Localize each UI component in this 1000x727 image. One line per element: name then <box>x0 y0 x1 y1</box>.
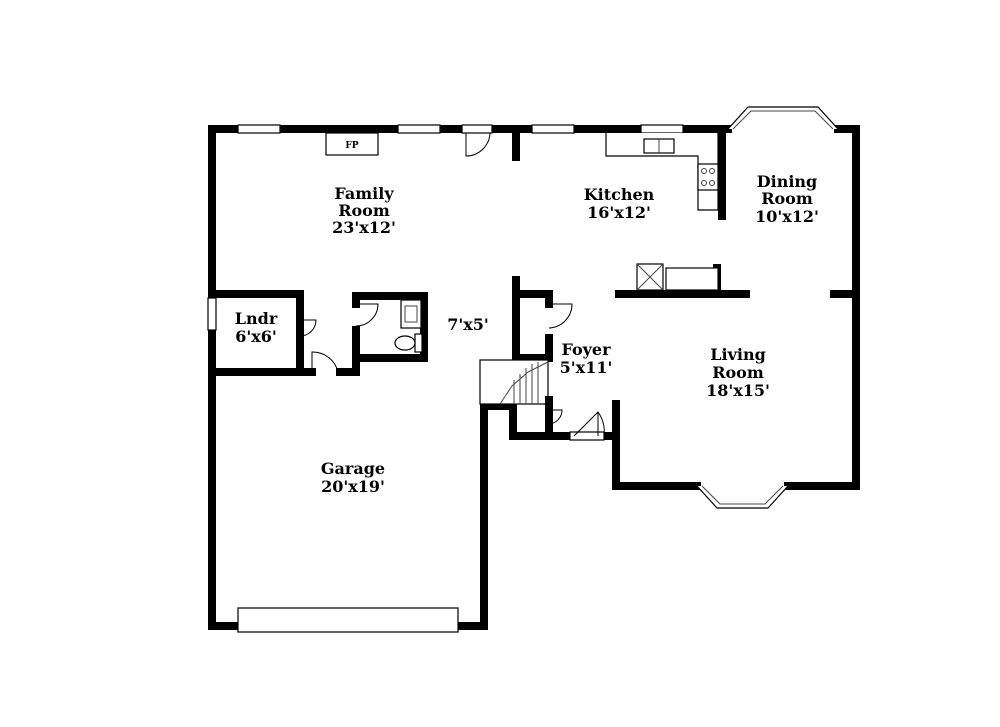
interior-walls <box>212 129 856 376</box>
living-bay-window <box>696 485 789 509</box>
foyer-name: Foyer <box>561 340 611 359</box>
vanity-sink-icon <box>400 299 422 329</box>
bath-size: 7'x5' <box>447 315 489 334</box>
garage-door <box>237 607 459 633</box>
foyer-size: 5'x11' <box>560 358 613 377</box>
dining-room-name-2: Room <box>761 189 813 208</box>
living-room-name-2: Room <box>712 363 764 382</box>
toilet-icon <box>394 333 423 353</box>
garage-size: 20'x19' <box>321 477 385 496</box>
fireplace: FP <box>325 132 379 156</box>
family-room-name-1: Family <box>334 184 394 203</box>
bath-fixtures <box>394 299 423 353</box>
living-room-name-1: Living <box>710 345 766 364</box>
family-room-name-2: Room <box>338 201 390 220</box>
living-room-size: 18'x15' <box>706 381 770 400</box>
fireplace-label: FP <box>345 141 358 151</box>
family-room-size: 23'x12' <box>332 218 396 237</box>
dining-bay-window <box>727 106 839 130</box>
island-counter <box>665 267 719 291</box>
stairs <box>479 359 553 436</box>
room-labels: Family Room 23'x12' Kitchen 16'x12' Dini… <box>235 172 819 496</box>
doors <box>299 124 605 441</box>
dining-room-name-1: Dining <box>757 172 817 191</box>
stove-icon <box>697 163 719 191</box>
fridge-icon <box>636 263 664 291</box>
garage-name: Garage <box>321 459 385 478</box>
laundry-name: Lndr <box>235 309 278 328</box>
kitchen-name: Kitchen <box>584 185 655 204</box>
laundry-size: 6'x6' <box>235 327 277 346</box>
dining-room-size: 10'x12' <box>755 207 819 226</box>
kitchen-counters <box>605 133 719 291</box>
kitchen-size: 16'x12' <box>587 203 651 222</box>
